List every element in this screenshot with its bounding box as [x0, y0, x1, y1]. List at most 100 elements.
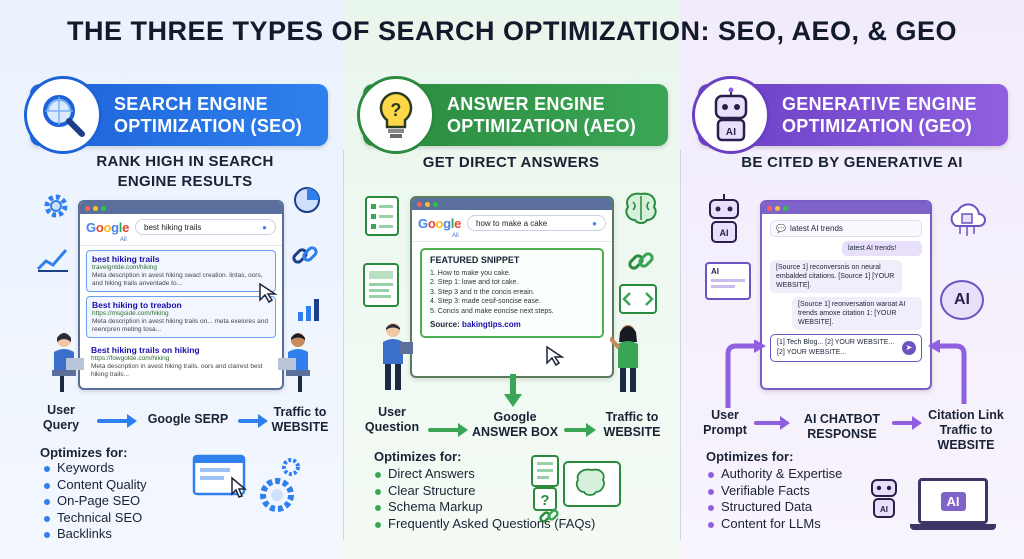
flow-arrow	[564, 423, 596, 437]
aeo-optimizes-title: Optimizes for:	[374, 449, 462, 464]
ai-bubble-icon: AI	[940, 280, 984, 320]
citation-input[interactable]: [1] Tech Blog... [2] YOUR WEBSITE... [2]…	[770, 334, 922, 362]
ai-label: AI	[940, 491, 966, 511]
person-with-tablet-icon	[383, 323, 413, 390]
result-title[interactable]: Best hiking to treabon	[92, 300, 182, 310]
google-logo: Google	[418, 215, 462, 231]
geo-banner-line1: GENERATIVE ENGINE	[782, 94, 977, 114]
faq-brain-icons: ?	[531, 455, 621, 511]
aeo-banner-line1: ANSWER ENGINE	[447, 94, 605, 114]
document-icon	[363, 263, 399, 307]
result-description: Meta description in avest hiking trails.…	[91, 363, 263, 378]
flow-user-question: User Question	[364, 405, 420, 434]
snippet-step: 5. Concis and make eoncise next steps.	[430, 307, 554, 315]
geo-banner-line2: OPTIMIZATION (GEO)	[782, 116, 973, 136]
list-item: Keywords	[44, 460, 147, 477]
aeo-optimizes-list: Direct Answers Clear Structure Schema Ma…	[375, 466, 595, 532]
chat-prompt: 💬latest AI trends	[770, 220, 922, 237]
robot-icon: AI	[692, 76, 770, 154]
column-divider	[680, 150, 681, 540]
result-title[interactable]: best hiking trails	[92, 254, 160, 264]
flow-arrow	[754, 416, 790, 430]
search-input[interactable]: how to make a cake●	[467, 215, 606, 231]
pie-chart-icon	[294, 187, 320, 213]
list-item: Authority & Expertise	[708, 466, 842, 483]
svg-text:AI: AI	[726, 127, 737, 138]
brain-icon	[625, 192, 657, 224]
list-item: Structured Data	[708, 499, 842, 516]
snippet-step: 1. How to make you cake.	[430, 269, 511, 277]
person-pointing-icon	[610, 325, 638, 392]
seo-optimizes-list: Keywords Content Quality On-Page SEO Tec…	[44, 460, 147, 543]
seo-subtitle-line2: ENGINE RESULTS	[117, 173, 253, 190]
snippet-step: 4. Step 3: made cesif-soncise ease.	[430, 298, 541, 305]
robot-icon: AI	[709, 194, 739, 243]
geo-chat-window: 💬latest AI trends latest AI trends! [Sou…	[760, 200, 932, 390]
chat-icon: 💬	[776, 224, 786, 233]
result-title[interactable]: Best hiking trails on hiking	[91, 345, 200, 355]
flow-traffic-to-website: Traffic to WEBSITE	[603, 410, 661, 439]
aeo-subtitle: GET DIRECT ANSWERS	[422, 154, 600, 171]
magnifier-icon	[24, 76, 102, 154]
link-icon	[292, 246, 318, 264]
user-message: latest AI trends!	[842, 241, 922, 256]
search-result[interactable]: Best hiking to treabon https://msgside.c…	[86, 296, 276, 338]
result-url: traveigntde.com/hiking	[92, 264, 158, 271]
flow-curve-arrow	[725, 340, 766, 408]
main-title: THE THREE TYPES OF SEARCH OPTIMIZATION: …	[66, 16, 958, 46]
mic-icon[interactable]: ●	[592, 218, 597, 228]
browser-titlebar	[412, 198, 612, 210]
cloud-chip-icon	[950, 203, 986, 236]
svg-text:?: ?	[390, 100, 401, 120]
tab-all[interactable]: All	[412, 233, 612, 242]
bot-message: [Source 1] reconversnis on neural embald…	[770, 260, 902, 293]
seo-banner: SEARCH ENGINE OPTIMIZATION (SEO)	[24, 76, 328, 154]
webpage-icon	[192, 454, 248, 498]
geo-optimizes-list: Authority & Expertise Verifiable Facts S…	[708, 466, 842, 532]
flow-google-serp: Google SERP	[147, 412, 229, 426]
flow-ai-chatbot-response: AI CHATBOT RESPONSE	[803, 412, 881, 441]
down-arrow-icon	[504, 374, 522, 407]
google-logo: Google	[86, 219, 130, 235]
svg-text:?: ?	[540, 492, 549, 509]
list-item: On-Page SEO	[44, 493, 147, 510]
search-result[interactable]: best hiking trails traveigntde.com/hikin…	[86, 250, 276, 292]
tab-all[interactable]: All	[80, 237, 282, 246]
aeo-banner-line2: OPTIMIZATION (AEO)	[447, 116, 637, 136]
seo-banner-line1: SEARCH ENGINE	[114, 94, 268, 114]
svg-text:AI: AI	[720, 228, 729, 238]
list-item: Backlinks	[44, 526, 147, 543]
svg-text:AI: AI	[880, 505, 888, 514]
source-link[interactable]: bakingtips.com	[462, 320, 521, 329]
list-item: Technical SEO	[44, 510, 147, 527]
link-icon	[628, 252, 654, 270]
search-input[interactable]: best hiking trails ●	[135, 219, 276, 235]
gears-icon	[260, 458, 300, 512]
search-result[interactable]: Best hiking trails on hiking https://fow…	[86, 342, 276, 382]
link-icon	[539, 509, 559, 523]
seo-banner-line2: OPTIMIZATION (SEO)	[114, 116, 303, 136]
result-url: https://fowgolde.com/hiking	[91, 355, 170, 362]
citation-line: [2] YOUR WEBSITE...	[777, 349, 847, 356]
checklist-icon	[365, 196, 399, 236]
robot-icon: AI	[871, 479, 897, 518]
send-button[interactable]: ➤	[902, 341, 916, 355]
geo-subtitle: BE CITED BY GENERATIVE AI	[741, 154, 963, 171]
mic-icon[interactable]: ●	[262, 222, 267, 232]
snippet-step: 3. Step 3 and tr the concis ereain.	[430, 288, 535, 296]
seo-browser-window: Google best hiking trails ● All best hiki…	[78, 200, 284, 390]
snippet-step: 2. Step 1: lowe and tot cake.	[430, 279, 519, 286]
seo-subtitle: RANK HIGH IN SEARCH ENGINE RESULTS	[70, 152, 300, 192]
featured-snippet: FEATURED SNIPPET 1. How to make you cake…	[420, 248, 604, 338]
flow-user-prompt: User Prompt	[703, 408, 747, 437]
result-url: https://msgside.com/hiking	[92, 310, 169, 317]
search-query-text: best hiking trails	[144, 222, 202, 232]
column-divider	[343, 150, 344, 540]
list-item: Frequently Asked Questions (FAQs)	[375, 516, 595, 533]
flow-citation-link-traffic: Citation Link Traffic to WEBSITE	[928, 408, 1004, 452]
list-item: Schema Markup	[375, 499, 595, 516]
result-description: Meta description in avest hiking trails …	[92, 318, 268, 333]
lightbulb-question-icon: ?	[357, 76, 435, 154]
snippet-source: Source: bakingtips.com	[430, 320, 521, 329]
browser-titlebar	[80, 202, 282, 214]
